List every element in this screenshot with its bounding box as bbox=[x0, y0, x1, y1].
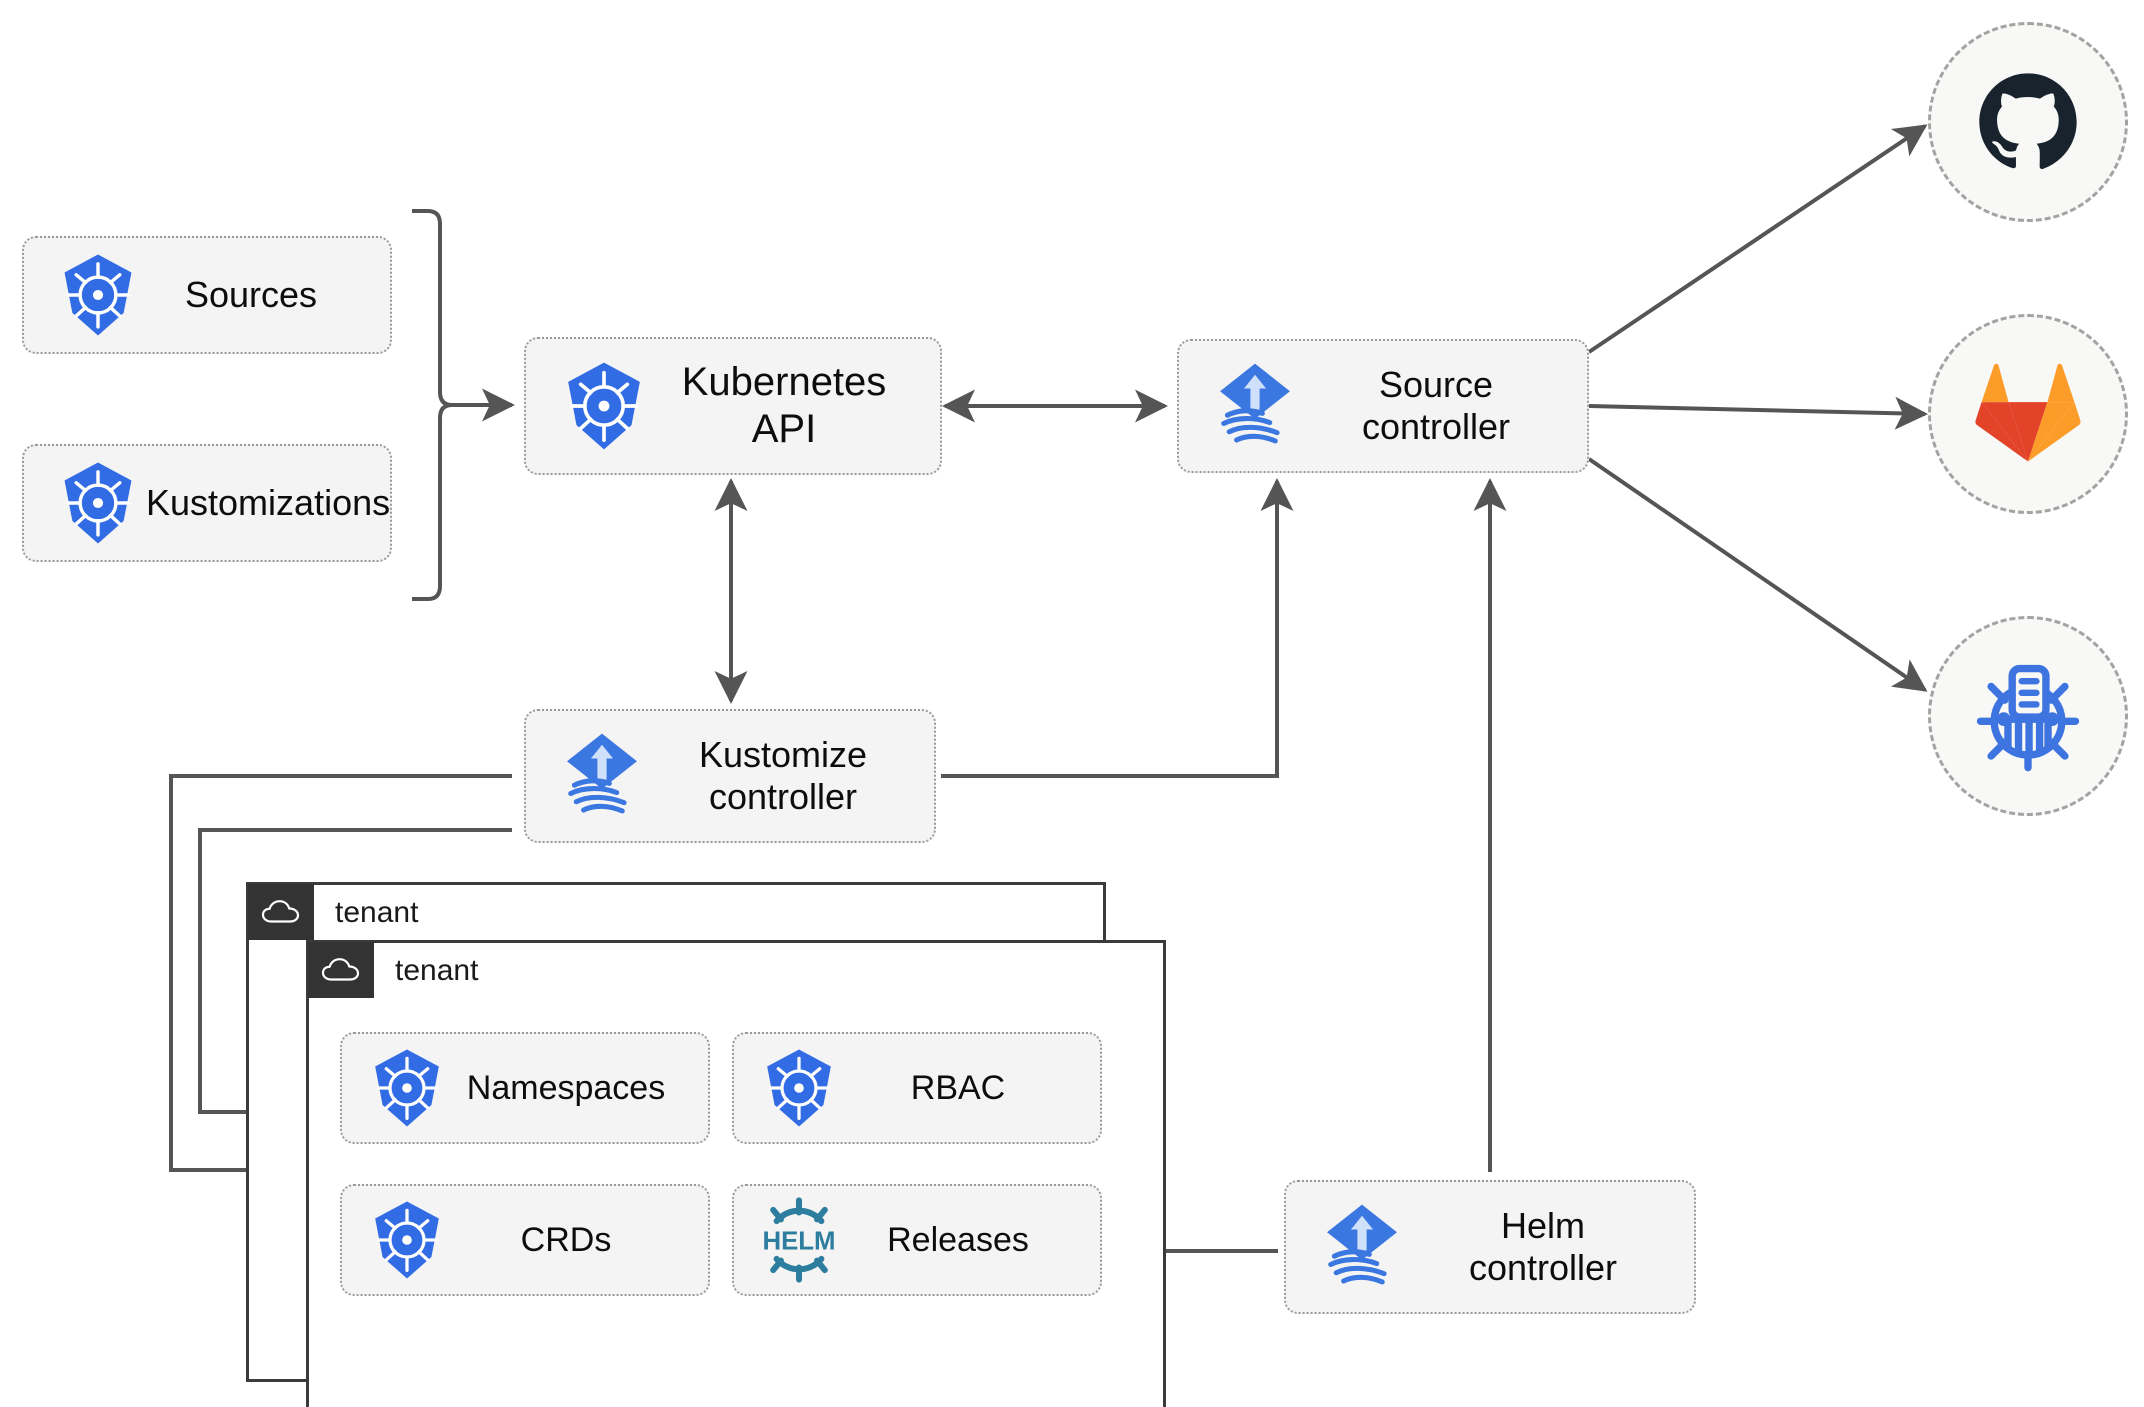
tenant-tab-outer bbox=[248, 884, 314, 940]
source-controller-label: Source controller bbox=[1361, 363, 1511, 447]
tenant-resource-crds[interactable]: CRDs bbox=[340, 1184, 710, 1296]
kubernetes-icon bbox=[756, 1048, 842, 1128]
tenant-resource-label: Namespaces bbox=[466, 1068, 666, 1107]
tenant-label-outer: tenant bbox=[335, 896, 419, 929]
resource-label: Kustomizations bbox=[146, 481, 391, 523]
tenant-resource-label: CRDs bbox=[520, 1220, 612, 1259]
source-controller-node[interactable]: Source controller bbox=[1177, 339, 1589, 473]
tenant-resource-namespaces[interactable]: Namespaces bbox=[340, 1032, 710, 1144]
tenant-resource-releases[interactable]: HELM Releases bbox=[732, 1184, 1102, 1296]
cloud-icon bbox=[321, 958, 360, 981]
tenant-label-inner: tenant bbox=[395, 954, 479, 987]
kubernetes-icon bbox=[554, 361, 654, 451]
repository-circle-github[interactable] bbox=[1928, 22, 2128, 222]
tenant-resource-label: Releases bbox=[887, 1220, 1029, 1259]
kubernetes-icon bbox=[364, 1048, 450, 1128]
helm-wordmark: HELM bbox=[762, 1227, 835, 1255]
helm-controller-label: Helm controller bbox=[1468, 1204, 1618, 1288]
helm-controller-node[interactable]: Helm controller bbox=[1284, 1180, 1696, 1314]
kubernetes-icon bbox=[364, 1200, 450, 1280]
tenant-tab-inner bbox=[308, 942, 374, 998]
flux-icon bbox=[1203, 358, 1307, 454]
tenant-resource-label: RBAC bbox=[910, 1068, 1006, 1107]
kustomize-controller-label: Kustomize controller bbox=[698, 733, 868, 817]
tenant-container-inner[interactable]: tenant bbox=[306, 940, 1166, 1407]
resource-box-sources[interactable]: Sources bbox=[22, 236, 392, 354]
flux-icon bbox=[550, 728, 654, 824]
github-icon bbox=[1979, 73, 2077, 169]
repository-circle-helm[interactable] bbox=[1928, 616, 2128, 816]
kustomize-controller-node[interactable]: Kustomize controller bbox=[524, 709, 936, 843]
cloud-icon bbox=[261, 900, 300, 923]
resource-box-kustomizations[interactable]: Kustomizations bbox=[22, 444, 392, 562]
kubernetes-api-label: Kubernetes API bbox=[681, 359, 887, 451]
helm-icon: HELM bbox=[756, 1197, 842, 1283]
repository-circle-gitlab[interactable] bbox=[1928, 314, 2128, 514]
tenant-resource-rbac[interactable]: RBAC bbox=[732, 1032, 1102, 1144]
flux-icon bbox=[1310, 1199, 1414, 1295]
kubernetes-icon bbox=[50, 253, 146, 337]
gitlab-icon bbox=[1975, 363, 2081, 462]
helm-repository-icon bbox=[1976, 664, 2080, 772]
kubernetes-api-node[interactable]: Kubernetes API bbox=[524, 337, 942, 475]
resource-label: Sources bbox=[184, 273, 318, 315]
kubernetes-icon bbox=[50, 461, 146, 545]
